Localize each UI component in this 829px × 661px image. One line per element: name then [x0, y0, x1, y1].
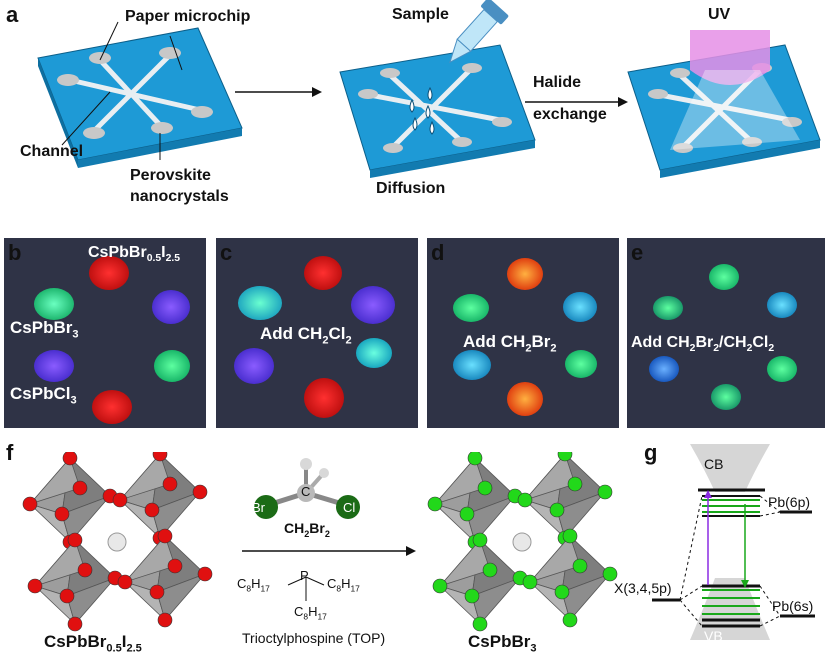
crystal-structure-cspbbr-i [22, 452, 213, 632]
panel-c-letter: c [220, 240, 233, 265]
c8h17-left: C8H17 [237, 576, 270, 594]
halide-label-2: exchange [533, 106, 607, 123]
sample-label: Sample [392, 6, 449, 23]
halide-label-1: Halide [533, 74, 582, 91]
panel-a-diagram [37, 0, 821, 178]
x-orbital-label: X(3,4,5p) [614, 580, 672, 596]
band-diagram [652, 444, 815, 640]
crystal-structure-cspbbr3 [427, 452, 618, 632]
pb6p-label: Pb(6p) [768, 494, 811, 510]
phosphorus-label: P [300, 568, 309, 583]
paper-microchip-3 [627, 30, 821, 178]
paper-microchip-label: Paper microchip [125, 8, 251, 25]
photo-panel-e: e Add CH2Br2/CH2Cl2 [627, 238, 825, 428]
add-ch2cl2-label: Add CH2Cl2 [260, 324, 352, 347]
paper-microchip-2 [339, 0, 536, 178]
perovskite-label-1: Perovskite [130, 167, 211, 184]
cb-label: CB [704, 456, 724, 472]
add-ch2br2-label: Add CH2Br2 [463, 332, 557, 355]
reaction-arrow [242, 546, 416, 556]
formula-cspbbr-i: CsPbBr0.5I2.5 [88, 244, 181, 265]
perovskite-label-2: nanocrystals [130, 188, 229, 205]
panel-a-letter: a [6, 2, 19, 27]
molecule-c-label: C [301, 484, 311, 499]
paper-microchip-1 [37, 21, 243, 168]
add-mixture-label: Add CH2Br2/CH2Cl2 [631, 334, 775, 355]
panel-b-letter: b [8, 240, 22, 265]
panel-e-letter: e [631, 240, 644, 265]
formula-cspbcl3: CsPbCl3 [10, 384, 77, 407]
photo-panel-c: c Add CH2Cl2 [216, 238, 418, 428]
dropper-icon [449, 0, 509, 64]
vb-label: VB [704, 628, 723, 644]
c8h17-bottom: C8H17 [294, 604, 327, 622]
molecule-br-label: Br [252, 500, 265, 515]
diffusion-label: Diffusion [376, 180, 446, 197]
panel-d-letter: d [431, 240, 445, 265]
top-name-label: Trioctylphospine (TOP) [242, 630, 386, 646]
molecule-cl-label: Cl [343, 500, 356, 515]
photo-panel-b: b CsPbBr0.5I2.5 CsPbBr3 CsPbCl3 [4, 238, 206, 428]
left-crystal-formula: CsPbBr0.5I2.5 [44, 632, 142, 655]
top-structure [287, 576, 325, 601]
uv-label: UV [708, 6, 731, 23]
pb6s-label: Pb(6s) [772, 598, 814, 614]
ch2br2-molecule [254, 458, 360, 519]
channel-label: Channel [20, 143, 84, 160]
formula-cspbbr3: CsPbBr3 [10, 318, 79, 341]
c8h17-right: C8H17 [327, 576, 360, 594]
panel-g-letter: g [644, 440, 658, 465]
right-crystal-formula: CsPbBr3 [468, 632, 537, 655]
panel-f-letter: f [6, 440, 14, 465]
uv-lamp [690, 30, 770, 85]
ch2br2-formula: CH2Br2 [284, 520, 330, 539]
photo-panel-d: d Add CH2Br2 [427, 238, 619, 428]
